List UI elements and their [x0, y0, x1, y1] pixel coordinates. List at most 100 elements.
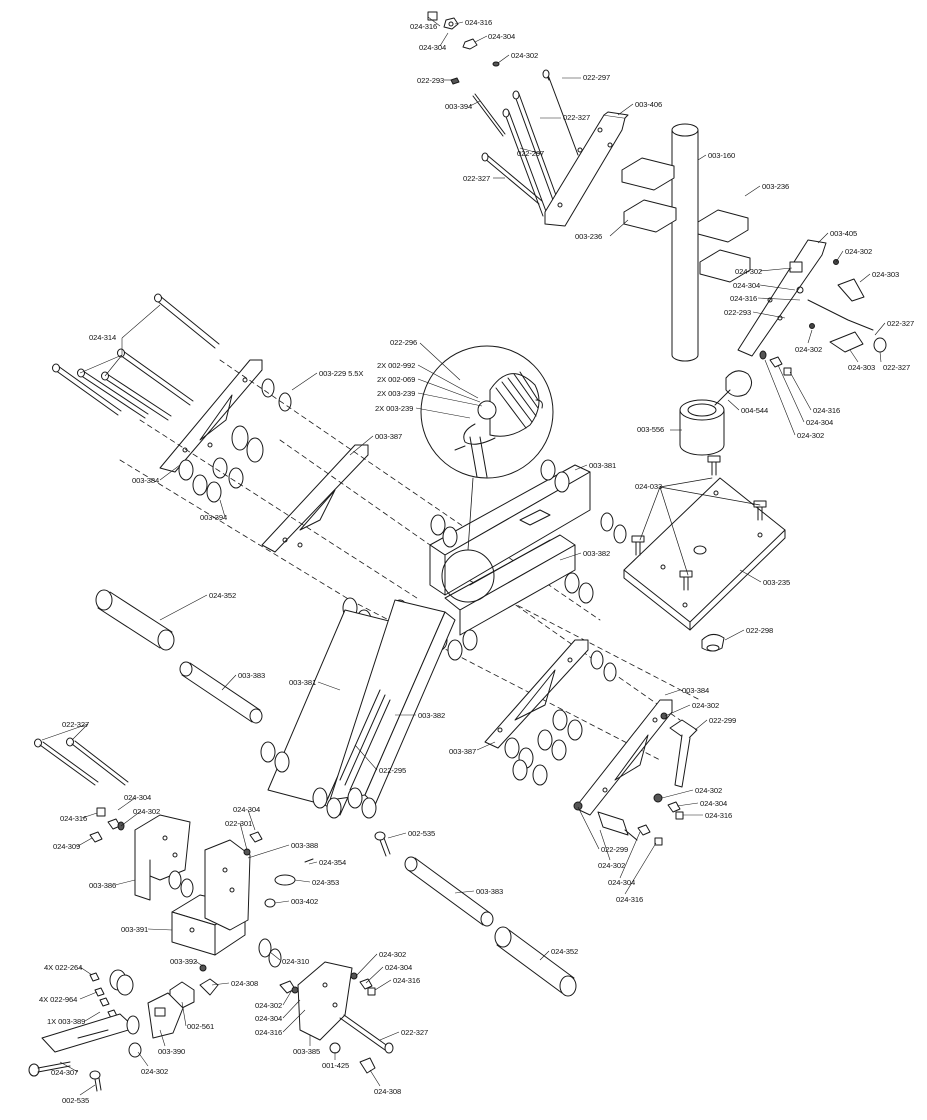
part-label: 024-310: [282, 957, 310, 966]
plate-003-406: [544, 111, 629, 227]
part-label: 003-386: [89, 881, 117, 890]
part-label: 024-316: [730, 294, 758, 303]
part-label: 003-387: [449, 747, 477, 756]
part-label: 4X 022-264: [44, 963, 83, 972]
part-label: 024-302: [795, 345, 823, 354]
part-label: 4X 022-964: [39, 995, 78, 1004]
part-label: 022-297: [583, 73, 611, 82]
knobs-mid: [243, 831, 314, 908]
part-label: 024-304: [419, 43, 447, 52]
part-label: 003-236: [762, 182, 790, 191]
part-label: 022-301: [225, 819, 253, 828]
base-plate-003-235: [623, 455, 786, 631]
part-label: 024-304: [233, 805, 261, 814]
part-label: 002-561: [187, 1022, 215, 1031]
part-label: 003-388: [291, 841, 319, 850]
part-label: 024-316: [410, 22, 438, 31]
part-label: 024-314: [89, 333, 117, 342]
bolts-022-327-left: [34, 737, 129, 786]
plate-003-387-lower: [484, 639, 589, 749]
part-label: 003-236: [575, 232, 603, 241]
part-label: 024-302: [735, 267, 763, 276]
part-label: 003-160: [708, 151, 736, 160]
part-label: 024-352: [209, 591, 237, 600]
part-label: 024-304: [733, 281, 761, 290]
washers-right-lower: [504, 709, 583, 786]
part-label: 1X 003-389: [47, 1017, 86, 1026]
top-fasteners: [427, 11, 579, 217]
detail-view-022-296: [420, 345, 554, 479]
part-label: 003-381: [589, 461, 617, 470]
part-label: 022-327: [883, 363, 911, 372]
plate-003-384-left: [159, 359, 263, 473]
part-label: 022-299: [709, 716, 737, 725]
foot-022-298: [701, 634, 725, 652]
part-label: 024-302: [598, 861, 626, 870]
part-label: 022-295: [379, 766, 407, 775]
plate-003-387-upper: [261, 444, 369, 553]
post-003-160: [671, 123, 699, 362]
part-label: 003-391: [121, 925, 149, 934]
part-label: 024-302: [141, 1067, 169, 1076]
part-label: 024-316: [705, 811, 733, 820]
part-label: 003-405: [830, 229, 858, 238]
part-label: 024-309: [53, 842, 81, 851]
part-label: 003-229 5.5X: [319, 369, 364, 378]
leader-024-033: [639, 477, 761, 576]
part-label: 002-535: [408, 829, 436, 838]
part-label: 024-316: [255, 1028, 283, 1037]
part-label: 024-304: [700, 799, 728, 808]
part-label: 002-535: [62, 1096, 90, 1105]
part-label: 024-302: [695, 786, 723, 795]
clamp-blocks-003-236: [621, 157, 751, 283]
part-label: 024-307: [51, 1068, 79, 1077]
part-label: 2X 003-239: [375, 404, 414, 413]
part-label: 003-390: [158, 1047, 186, 1056]
part-label: 024-308: [231, 979, 259, 988]
part-label: 024-353: [312, 878, 340, 887]
part-label: 2X 002-992: [377, 361, 416, 370]
part-label: 022-327: [401, 1028, 429, 1037]
part-label: 003-382: [583, 549, 611, 558]
part-label: 004-544: [741, 406, 769, 415]
arm-003-381-upper: [429, 464, 591, 596]
part-label: 024-304: [385, 963, 413, 972]
part-label: 003-392: [170, 957, 198, 966]
handle-022-299-upper: [660, 712, 698, 788]
part-label: 024-302: [797, 431, 825, 440]
washers-lower: [260, 741, 377, 819]
part-label: 003-384: [682, 686, 710, 695]
part-label: 024-302: [379, 950, 407, 959]
collar-003-556: [679, 399, 725, 456]
part-label: 024-304: [608, 878, 636, 887]
part-label: 003-384: [132, 476, 160, 485]
part-label: 2X 003-239: [377, 389, 416, 398]
part-label: 003-383: [476, 887, 504, 896]
part-label: 022-327: [62, 720, 90, 729]
part-label: 024-302: [845, 247, 873, 256]
tube-003-383-upper: [179, 661, 263, 724]
plate-003-388: [204, 839, 251, 931]
arm-003-382-upper: [444, 534, 576, 636]
part-label: 022-327: [463, 174, 491, 183]
part-label: 022-296: [390, 338, 418, 347]
rods-024-314: [52, 293, 220, 421]
part-label: 003-394: [445, 102, 473, 111]
part-label: 001-425: [322, 1061, 350, 1070]
part-label: 003-387: [375, 432, 403, 441]
part-label: 024-316: [616, 895, 644, 904]
part-label: 003-382: [418, 711, 446, 720]
part-label: 024-303: [872, 270, 900, 279]
part-label: 024-302: [692, 701, 720, 710]
part-label: 024-304: [124, 793, 152, 802]
part-label: 022-293: [417, 76, 445, 85]
part-label: 024-302: [133, 807, 161, 816]
part-label: 024-304: [806, 418, 834, 427]
part-label: 003-556: [637, 425, 665, 434]
part-label: 024-354: [319, 858, 347, 867]
part-label: 022-299: [601, 845, 629, 854]
part-label: 024-308: [374, 1087, 402, 1096]
part-label: 024-316: [60, 814, 88, 823]
part-label: 2X 002-069: [377, 375, 416, 384]
